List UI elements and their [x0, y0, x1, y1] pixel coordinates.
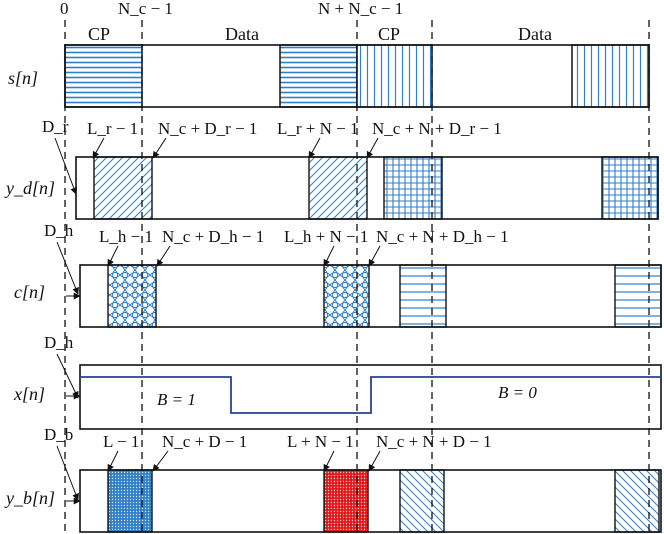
c-ann-4-arrow	[368, 245, 381, 267]
yb-ann-4-arrow	[368, 450, 381, 472]
yd-ann-4: N_c + N + D_r − 1	[372, 119, 502, 138]
b-equals-1: B = 1	[157, 390, 196, 409]
dh2-arrow	[56, 353, 79, 399]
offset-label-dh-2: D_h	[44, 333, 74, 352]
c-ann-1: L_h − 1	[99, 227, 153, 246]
c-frame	[79, 264, 662, 328]
yd-cp-2	[383, 156, 443, 220]
row-label-c: c[n]	[14, 282, 45, 302]
data-header-1: Data	[225, 24, 259, 44]
row-c: D_h c[n] L_h − 1 N_c + D_h − 1 L_h + N −…	[14, 221, 662, 328]
yb-ann-2: N_c + D − 1	[162, 432, 247, 451]
origin-label: 0	[60, 0, 69, 18]
s-data-tail-2	[571, 44, 650, 108]
yd-ann-3-arrow	[308, 137, 321, 159]
row-label-yd: y_d[n]	[4, 178, 55, 198]
yb-ann-3: L + N − 1	[287, 432, 354, 451]
yb-tail-2	[614, 469, 660, 533]
row-label-s: s[n]	[8, 68, 38, 88]
cp-header-2: CP	[378, 24, 400, 44]
yb-frame	[79, 469, 662, 533]
yd-ann-3: L_r + N − 1	[277, 119, 359, 138]
yd-ann-1: L_r − 1	[87, 119, 138, 138]
c-tail-1	[323, 264, 370, 328]
row-label-x: x[n]	[13, 384, 45, 404]
yb-cp-2	[399, 469, 445, 533]
n-plus-nc-minus-1-label: N + N_c − 1	[318, 0, 403, 18]
data-header-2: Data	[518, 24, 552, 44]
row-x: D_h x[n] B = 1 B = 0	[13, 333, 662, 430]
c-ann-4: N_c + N + D_h − 1	[376, 227, 509, 246]
s-data-tail-1	[279, 44, 358, 108]
dh-arrow	[56, 241, 79, 295]
yd-tail-1	[308, 156, 368, 220]
db-arrow	[56, 445, 79, 501]
yd-cp-1	[93, 156, 153, 220]
yb-ann-1-arrow	[107, 450, 119, 472]
offset-label-dh: D_h	[44, 221, 74, 240]
yb-ann-3-arrow	[323, 450, 335, 472]
c-tail-2	[614, 264, 662, 328]
row-yd: D_r y_d[n] L_r − 1 N_c + D_r − 1 L_r + N…	[4, 117, 659, 220]
s-cp-block-1	[64, 44, 143, 108]
yb-tail-1	[323, 469, 369, 533]
yb-cp-1	[107, 469, 153, 533]
row-label-yb: y_b[n]	[4, 488, 55, 508]
yb-ann-4: N_c + N + D − 1	[376, 432, 492, 451]
c-ann-3-arrow	[323, 245, 335, 267]
c-cp-1	[107, 264, 157, 328]
cp-header-1: CP	[88, 24, 110, 44]
c-ann-1-arrow	[107, 245, 119, 267]
yd-ann-2-arrow	[152, 137, 167, 159]
yb-ann-1: L − 1	[103, 432, 139, 451]
dashed-guides	[64, 20, 650, 534]
s-cp-block-2	[356, 44, 433, 108]
yd-ann-2: N_c + D_r − 1	[158, 119, 257, 138]
yd-ann-4-arrow	[366, 137, 379, 159]
c-cp-2	[399, 264, 447, 328]
yb-ann-2-arrow	[152, 450, 169, 472]
row-s: s[n]	[8, 44, 650, 108]
yd-ann-1-arrow	[92, 137, 105, 159]
offset-label-dr: D_r	[42, 117, 69, 136]
nc-minus-1-label: N_c − 1	[118, 0, 173, 18]
b-equals-0: B = 0	[498, 383, 537, 402]
c-ann-2-arrow	[156, 245, 171, 267]
x-signal	[80, 376, 661, 414]
c-ann-2: N_c + D_h − 1	[162, 227, 264, 246]
offset-label-db: D_b	[44, 425, 73, 444]
c-ann-3: L_h + N − 1	[284, 227, 368, 246]
row-yb: D_b y_b[n] L − 1 N_c + D − 1 L + N − 1 N…	[4, 425, 662, 533]
